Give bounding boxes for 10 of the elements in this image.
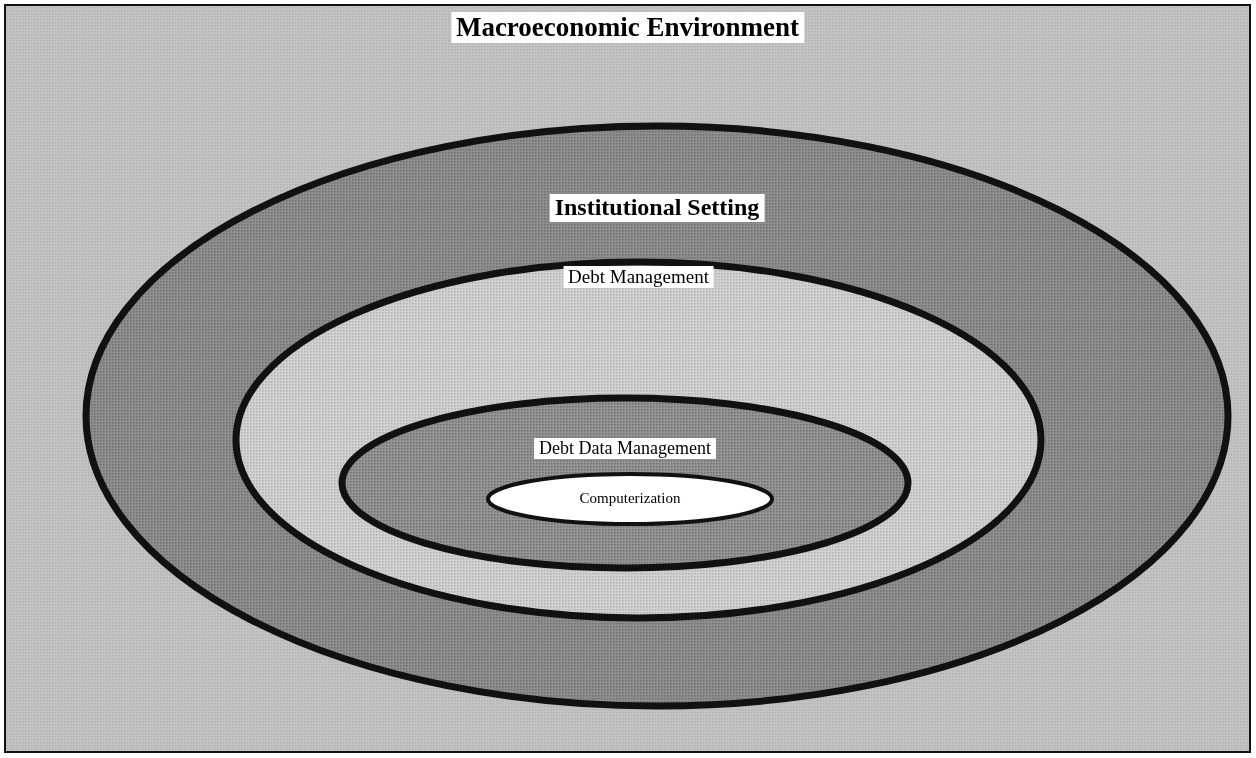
ring-label: Macroeconomic Environment xyxy=(450,12,805,44)
ring-label: Institutional Setting xyxy=(549,194,765,222)
ellipse-band xyxy=(82,122,1232,710)
ellipse xyxy=(484,470,776,528)
ring-label: Debt Data Management xyxy=(534,438,716,459)
ellipse-band xyxy=(338,394,912,572)
ring-label: Debt Management xyxy=(563,266,714,288)
ring-label: Computerization xyxy=(578,490,682,508)
background-panel xyxy=(4,4,1251,753)
ellipse-band xyxy=(232,258,1045,622)
